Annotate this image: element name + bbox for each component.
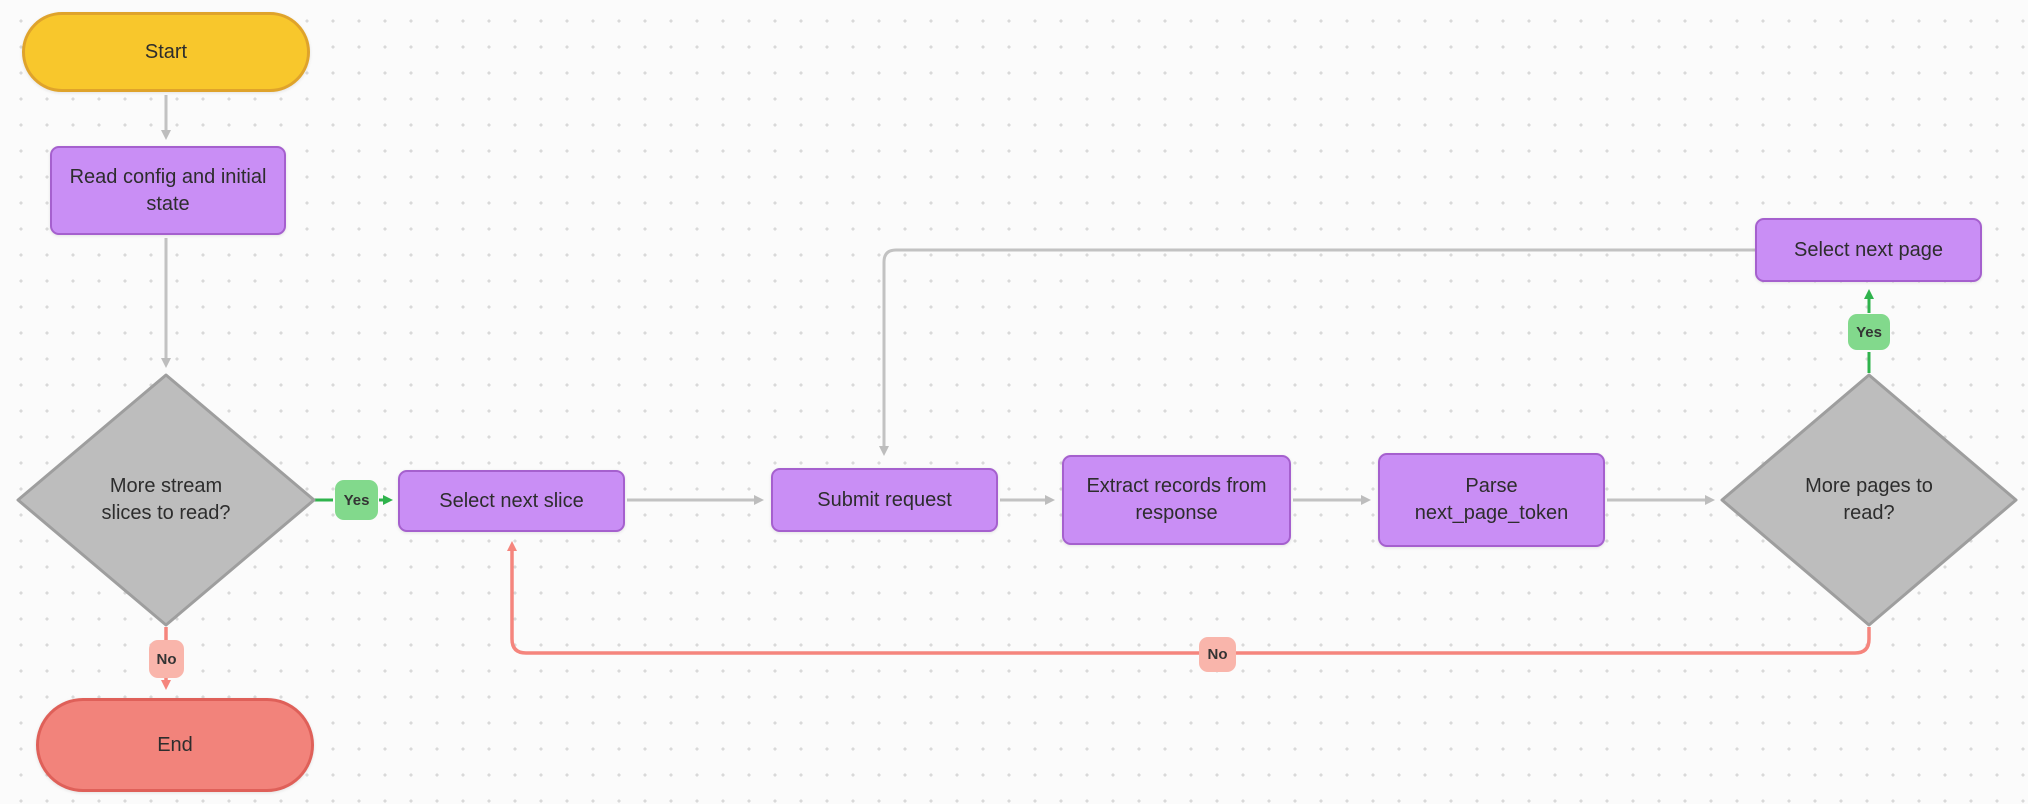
node-end[interactable]: End	[36, 698, 314, 792]
node-read-config[interactable]: Read config and initial state	[50, 146, 286, 235]
node-start[interactable]: Start	[22, 12, 310, 92]
edge-select-page-to-submit	[879, 248, 1755, 456]
edge-more-pages-no-loop	[507, 541, 1871, 655]
decision-more-slices[interactable]	[16, 373, 316, 627]
node-select-next-slice[interactable]: Select next slice	[398, 470, 625, 532]
decision-more-pages-label: More pages to read?	[1805, 475, 1933, 524]
edge-label-yes-pages: Yes	[1848, 314, 1890, 350]
edge-label-no-slices: No	[149, 640, 184, 678]
node-select-next-page[interactable]: Select next page	[1755, 218, 1982, 282]
node-extract-records[interactable]: Extract records from response	[1062, 455, 1291, 545]
edge-label-yes-slices: Yes	[335, 480, 378, 520]
node-parse-next-page-token[interactable]: Parse next_page_token	[1378, 453, 1605, 547]
edge-label-no-pages: No	[1199, 637, 1236, 672]
node-submit-request[interactable]: Submit request	[771, 468, 998, 532]
decision-more-pages[interactable]	[1720, 373, 2018, 627]
decision-more-slices-label: More stream slices to read?	[101, 475, 231, 524]
